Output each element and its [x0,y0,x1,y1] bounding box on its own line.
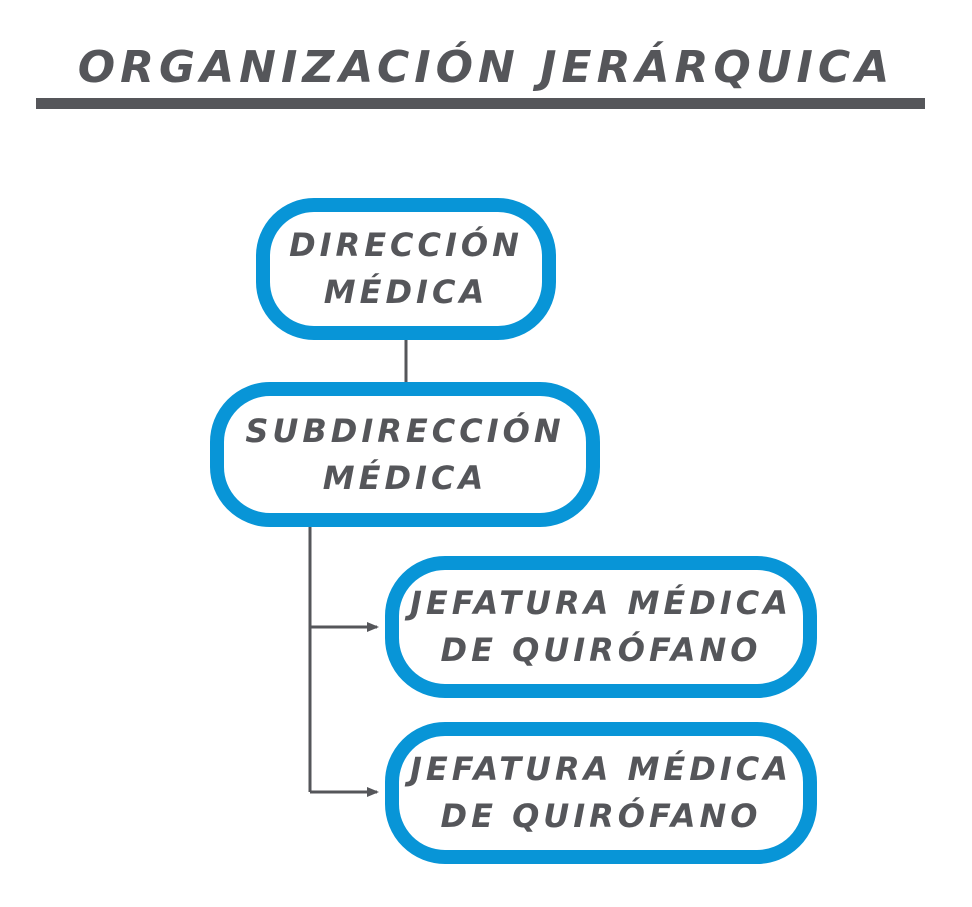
node-subdireccion-line1: SUBDIRECCIÓN [245,411,565,450]
node-subdireccion-line2: MÉDICA [322,458,488,497]
title-underline [36,98,925,109]
node-direccion-label: DIRECCIÓN MÉDICA [289,222,523,316]
node-jefatura-quirofano-2: JEFATURA MÉDICA DE QUIRÓFANO [385,722,817,864]
node-direccion-line1: DIRECCIÓN [289,226,523,264]
chart-title: ORGANIZACIÓN JERÁRQUICA [77,42,895,93]
node-direccion-medica: DIRECCIÓN MÉDICA [256,198,556,340]
node-jefatura-2-line1: JEFATURA MÉDICA [410,750,792,788]
node-jefatura-1-line1: JEFATURA MÉDICA [410,584,792,622]
node-subdireccion-label: SUBDIRECCIÓN MÉDICA [245,408,564,502]
node-jefatura-2-label: JEFATURA MÉDICA DE QUIRÓFANO [410,746,792,840]
node-jefatura-2-line2: DE QUIRÓFANO [440,797,762,835]
node-jefatura-quirofano-1: JEFATURA MÉDICA DE QUIRÓFANO [385,556,817,698]
node-subdireccion-medica: SUBDIRECCIÓN MÉDICA [210,382,600,527]
node-jefatura-1-line2: DE QUIRÓFANO [440,631,762,669]
node-jefatura-1-label: JEFATURA MÉDICA DE QUIRÓFANO [410,580,792,674]
node-direccion-line2: MÉDICA [323,273,489,311]
